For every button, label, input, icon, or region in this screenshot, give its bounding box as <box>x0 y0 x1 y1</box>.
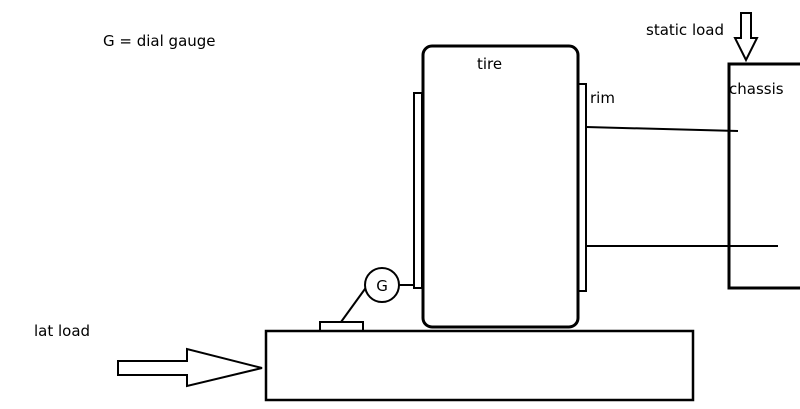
tire <box>421 44 580 329</box>
lat-load-label: lat load <box>34 322 90 340</box>
lat-load-arrow <box>117 347 263 388</box>
dial-gauge <box>364 267 400 303</box>
chassis-label: chassis <box>729 80 784 98</box>
static-load-arrow <box>733 12 759 63</box>
static-load-label: static load <box>646 21 724 39</box>
legend-text: G = dial gauge <box>103 32 216 50</box>
chassis <box>727 62 800 290</box>
rim-right <box>577 83 587 292</box>
axle-upper-line <box>585 126 739 132</box>
rim-label: rim <box>590 89 615 107</box>
rim-left <box>413 92 423 289</box>
tire-label: tire <box>477 55 502 73</box>
gauge-mount-pad <box>319 321 364 332</box>
base-platform <box>264 329 695 402</box>
dial-gauge-label: G <box>376 277 388 295</box>
